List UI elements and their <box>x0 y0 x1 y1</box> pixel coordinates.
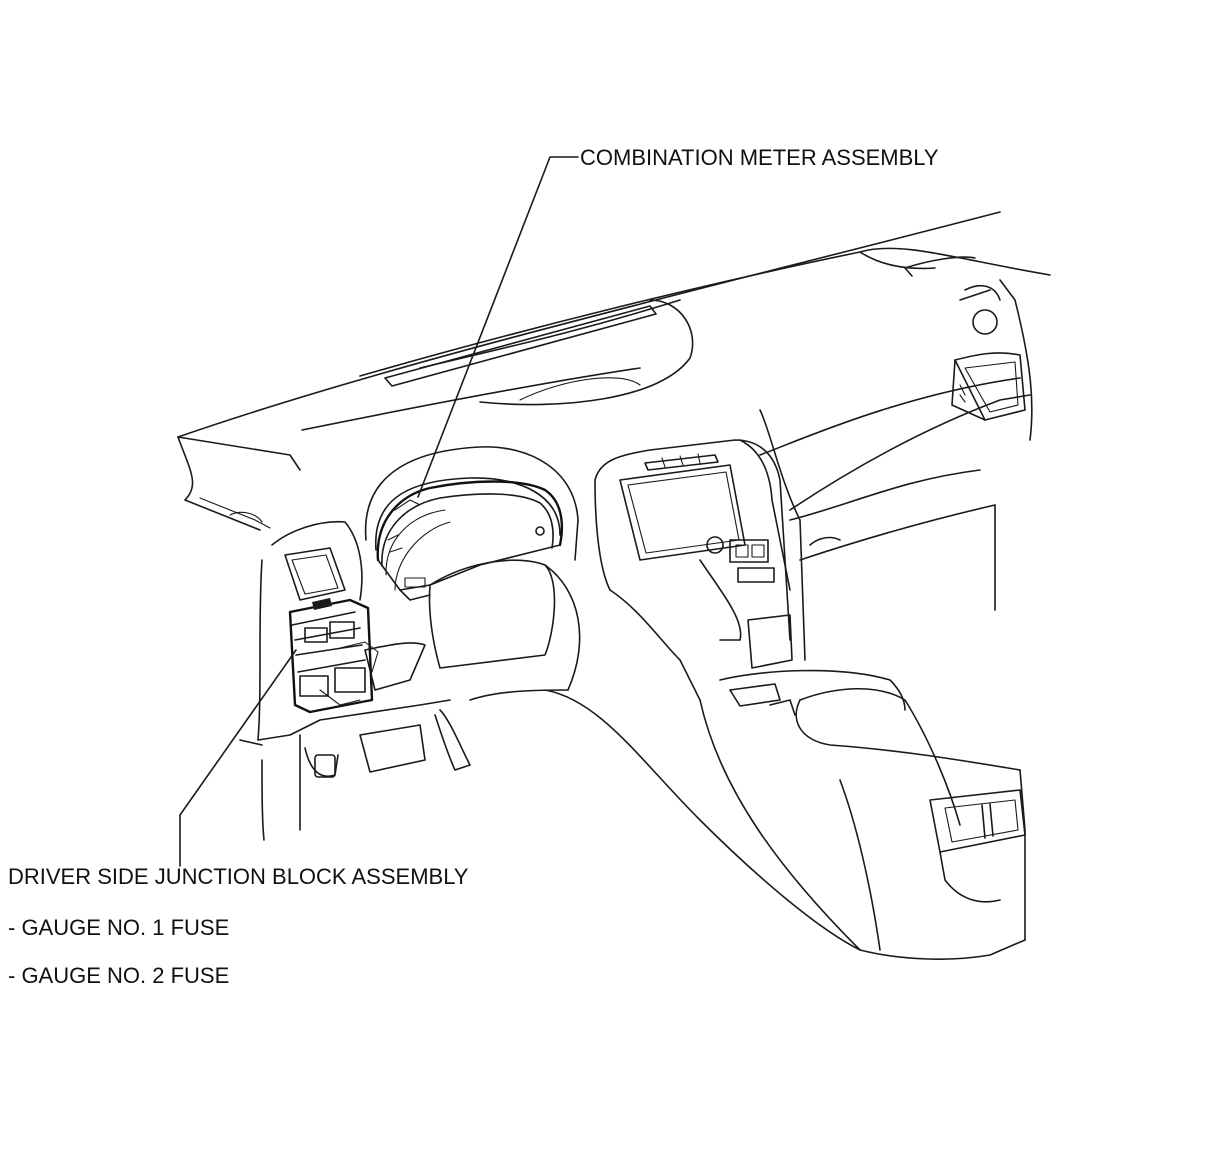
knee-panel-pedals <box>304 642 471 778</box>
center-stack <box>594 409 806 669</box>
meter-hood <box>364 446 579 561</box>
dash-top <box>177 211 1051 531</box>
gauge-fuse-2-label: - GAUGE NO. 2 FUSE <box>8 963 230 988</box>
junction-block <box>288 598 379 714</box>
right-dash <box>759 256 1033 611</box>
left-panel <box>239 520 451 841</box>
junction-block-label: DRIVER SIDE JUNCTION BLOCK ASSEMBLY <box>8 864 469 889</box>
floor-edges <box>469 589 861 951</box>
combination-meter-cluster <box>376 480 564 601</box>
steering-column <box>428 559 581 691</box>
leader-lines <box>179 156 579 867</box>
center-console <box>699 669 1026 960</box>
gauge-fuse-1-label: - GAUGE NO. 1 FUSE <box>8 915 230 940</box>
defroster-vent <box>384 299 694 406</box>
combination-meter-label: COMBINATION METER ASSEMBLY <box>580 145 939 170</box>
